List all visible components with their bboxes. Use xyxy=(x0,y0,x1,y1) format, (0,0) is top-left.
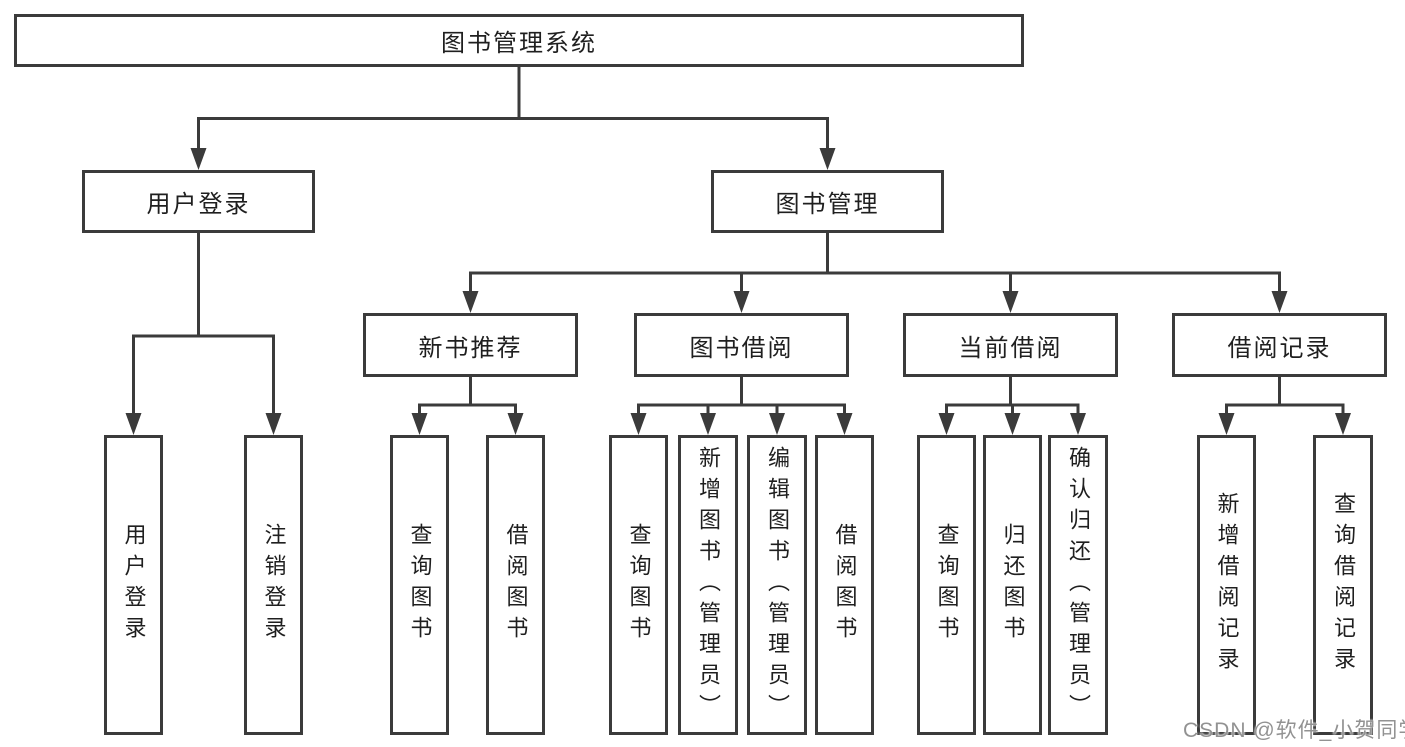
arrowhead-icon xyxy=(1070,413,1086,435)
node-label: 查询图书 xyxy=(407,523,433,647)
arrowhead-icon xyxy=(938,413,955,435)
arrowhead-icon xyxy=(819,148,836,170)
arrowhead-icon xyxy=(1335,413,1351,435)
connector-book-management-to-level3 xyxy=(469,233,1281,293)
arrowhead-icon xyxy=(836,413,853,435)
arrowhead-icon xyxy=(507,413,524,435)
arrowhead-icon xyxy=(462,291,479,313)
connector-root-to-level2 xyxy=(197,67,829,150)
arrowhead-icon xyxy=(630,413,647,435)
node-book-management: 图书管理 xyxy=(711,170,944,233)
arrowhead-icon xyxy=(265,413,282,435)
connector-borrowing-records-to-leaves xyxy=(1225,377,1345,416)
node-label: 新增图书（管理员） xyxy=(696,445,721,725)
node-borrowing-records: 借阅记录 xyxy=(1172,313,1387,377)
arrowhead-icon xyxy=(733,291,750,313)
node-label: 新书推荐 xyxy=(418,334,523,362)
leaf-edit-books-admin: 编辑图书（管理员） xyxy=(747,435,807,735)
arrowhead-icon xyxy=(125,413,142,435)
node-user-login: 用户登录 xyxy=(82,170,315,233)
node-label: 确认归还（管理员） xyxy=(1066,445,1091,725)
leaf-query-books-current: 查询图书 xyxy=(917,435,976,735)
node-label: 编辑图书（管理员） xyxy=(765,445,790,725)
arrowhead-icon xyxy=(1002,291,1019,313)
arrowhead-icon xyxy=(1271,291,1288,313)
node-library-management-system: 图书管理系统 xyxy=(14,14,1024,67)
node-label: 查询图书 xyxy=(626,523,652,647)
connector-book-borrowing-to-leaves xyxy=(637,377,846,416)
connector-current-borrowing-to-leaves xyxy=(945,377,1080,416)
leaf-borrow-books: 借阅图书 xyxy=(815,435,874,735)
node-label: 查询图书 xyxy=(934,523,960,647)
watermark: CSDN @软件_小贺同学 xyxy=(1183,719,1405,742)
node-label: 借阅记录 xyxy=(1227,334,1332,362)
node-label: 当前借阅 xyxy=(958,334,1063,362)
leaf-query-books-recommend: 查询图书 xyxy=(390,435,449,735)
connector-new-book-recommendation-to-leaves xyxy=(418,377,517,416)
arrowhead-icon xyxy=(1218,413,1235,435)
arrowhead-icon xyxy=(700,413,716,435)
node-label: 图书借阅 xyxy=(689,334,794,362)
node-label: 图书管理 xyxy=(775,191,880,218)
arrowhead-icon xyxy=(1004,413,1021,435)
leaf-return-books: 归还图书 xyxy=(983,435,1042,735)
node-label: 注销登录 xyxy=(261,523,287,647)
node-book-borrowing: 图书借阅 xyxy=(634,313,849,377)
arrowhead-icon xyxy=(769,413,785,435)
leaf-borrow-books-recommend: 借阅图书 xyxy=(486,435,545,735)
node-label: 归还图书 xyxy=(1000,523,1026,647)
node-label: 借阅图书 xyxy=(503,523,529,647)
leaf-query-books-borrowing: 查询图书 xyxy=(609,435,668,735)
leaf-add-books-admin: 新增图书（管理员） xyxy=(678,435,738,735)
connector-user-login-to-leaves xyxy=(132,233,275,415)
node-label: 图书管理系统 xyxy=(441,30,597,57)
leaf-query-borrowing-record: 查询借阅记录 xyxy=(1313,435,1373,735)
leaf-logout: 注销登录 xyxy=(244,435,303,735)
leaf-add-borrowing-record: 新增借阅记录 xyxy=(1197,435,1256,735)
node-label: 用户登录 xyxy=(146,191,251,218)
node-label: 新增借阅记录 xyxy=(1214,492,1240,678)
leaf-user-login: 用户登录 xyxy=(104,435,163,735)
node-label: 用户登录 xyxy=(121,523,147,647)
arrowhead-icon xyxy=(190,148,207,170)
node-label: 查询借阅记录 xyxy=(1331,492,1356,678)
node-label: 借阅图书 xyxy=(832,523,858,647)
leaf-confirm-return-admin: 确认归还（管理员） xyxy=(1048,435,1108,735)
node-current-borrowing: 当前借阅 xyxy=(903,313,1118,377)
node-new-book-recommendation: 新书推荐 xyxy=(363,313,578,377)
arrowhead-icon xyxy=(411,413,428,435)
